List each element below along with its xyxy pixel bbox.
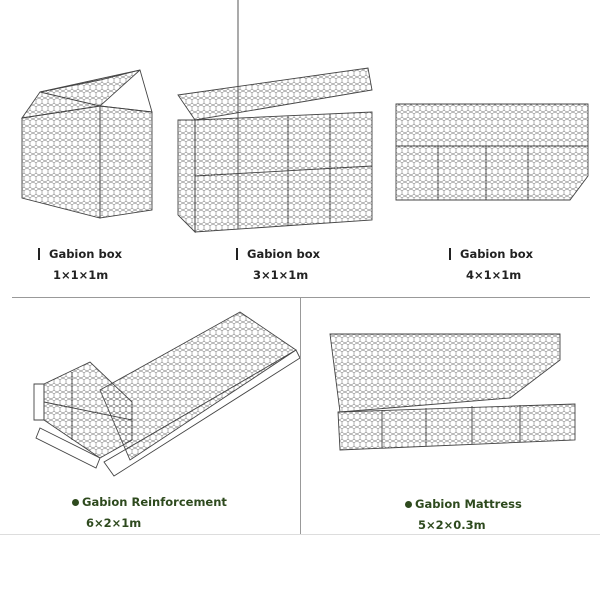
product-size: 1×1×1m [53,268,109,282]
bullet-bar-icon [449,248,451,260]
product-size: 5×2×0.3m [418,518,486,532]
bullet-bar-icon [236,248,238,260]
divider-bottom [0,534,600,535]
product-size: 6×2×1m [86,516,142,530]
product-name: Gabion box [38,247,122,261]
gabion-box-3x1x1-drawing [177,0,373,234]
divider-vertical [300,297,301,535]
product-name: Gabion Reinforcement [72,495,227,509]
product-size: 4×1×1m [466,268,522,282]
product-name: Gabion box [449,247,533,261]
bullet-dot-icon [72,499,79,506]
bullet-bar-icon [38,248,40,260]
product-name: Gabion Mattress [405,497,522,511]
product-name: Gabion box [236,247,320,261]
product-size: 3×1×1m [253,268,309,282]
bullet-dot-icon [405,501,412,508]
gabion-box-4x1x1-drawing [395,103,589,201]
divider-horizontal [12,297,590,298]
gabion-mattress-drawing [329,333,576,451]
gabion-reinforcement-drawing [33,311,301,477]
gabion-box-1x1x1-drawing [21,69,153,219]
